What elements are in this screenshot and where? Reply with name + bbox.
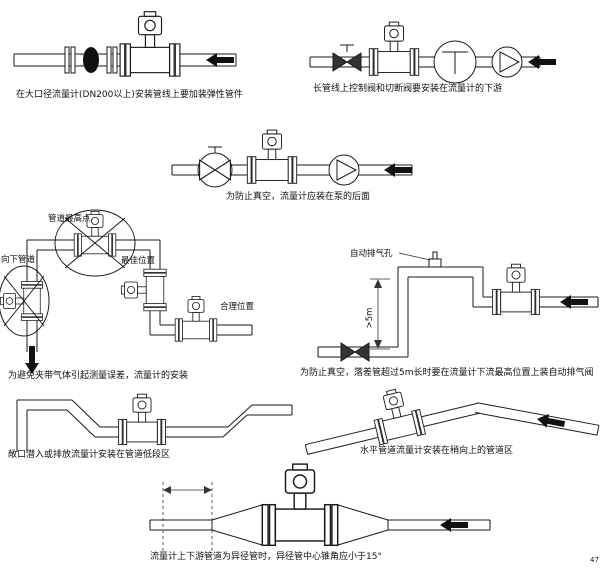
sloped-pipe-up — [304, 384, 480, 455]
elastic-joint — [83, 47, 99, 73]
dimension-straight-run — [162, 482, 213, 552]
flowmeter-best-icon — [121, 268, 167, 312]
flowmeter-icon — [119, 11, 181, 77]
control-valve-tee — [442, 51, 468, 74]
diagram-reducer-angle — [149, 463, 491, 552]
flow-arrow-icon — [206, 53, 234, 67]
label-pipe-highest-point: 管道最高点 — [48, 213, 91, 224]
flange-pair — [106, 46, 118, 74]
valve-handle — [340, 44, 354, 52]
label-downward-pipe: 向下管道 — [1, 254, 36, 265]
flowmeter-icon — [246, 129, 298, 184]
caption-upward-section: 水平管道流量计安装在稍向上的管道区 — [360, 444, 513, 456]
vent-fitting-icon — [428, 258, 442, 268]
caption-drop-pipe-vent: 为防止真空，落差管超过5m长时要在流量计下流最高位置上装自动排气阀 — [300, 366, 594, 378]
prohibited-ellipse-high-point — [54, 209, 136, 277]
label-reasonable-position: 合理位置 — [220, 301, 255, 312]
pipe — [317, 266, 599, 358]
flowmeter-icon — [368, 21, 420, 76]
caption-reducer-angle: 流量计上下游管道为异径管时，异径管中心锥角应小于15° — [150, 550, 382, 562]
label-auto-vent-hole: 自动排气孔 — [350, 248, 393, 259]
shutoff-valve-icon — [332, 52, 362, 72]
dimension-5m — [370, 278, 390, 350]
flowmeter-icon — [261, 463, 339, 547]
caption-low-section: 敞口潜入或排放流量计安装在管道低段区 — [8, 448, 170, 460]
diagram-upward-section — [304, 384, 600, 455]
diagram-gas-entrainment — [0, 209, 253, 374]
flowmeter-icon — [367, 384, 426, 446]
vent-nub-icon — [432, 251, 438, 260]
diagram-pump-downstream — [171, 129, 413, 188]
page-number: 47 — [590, 556, 599, 564]
label-best-position: 最佳位置 — [121, 255, 156, 266]
caption-long-line-valves: 长管线上控制阀和切断阀要安装在流量计的下游 — [313, 82, 502, 94]
diagram-low-section — [16, 393, 293, 452]
flowmeter-icon — [492, 263, 540, 316]
caption-gas-entrainment: 为避免夹带气体引起测量误差，流量计的安装 — [8, 369, 188, 381]
vent-leader-line — [398, 252, 431, 261]
flowmeter-wrong-down-icon — [0, 281, 43, 321]
diagram-elastic-fitting — [13, 11, 237, 77]
valve-handle — [208, 146, 222, 153]
valve-icon — [340, 342, 370, 362]
diagram-valves-downstream — [309, 21, 556, 84]
flange-pair — [64, 46, 76, 74]
flowmeter-icon — [118, 393, 166, 446]
pump-icon — [491, 46, 523, 78]
flowmeter-reasonable-icon — [174, 295, 218, 342]
pump-icon — [328, 154, 360, 186]
prohibited-ellipse-down-pipe — [0, 265, 50, 337]
diagram-drop-pipe-vent — [317, 251, 599, 362]
pipe — [149, 504, 491, 546]
caption-large-meter: 在大口径流量计(DN200以上)安装管线上要加装弹性管件 — [16, 88, 243, 100]
label-drop-height: >5m — [365, 308, 375, 329]
caption-pump-downstream: 为防止真空，流量计应装在泵的后面 — [226, 190, 370, 202]
sloped-pipe-down — [475, 402, 600, 436]
